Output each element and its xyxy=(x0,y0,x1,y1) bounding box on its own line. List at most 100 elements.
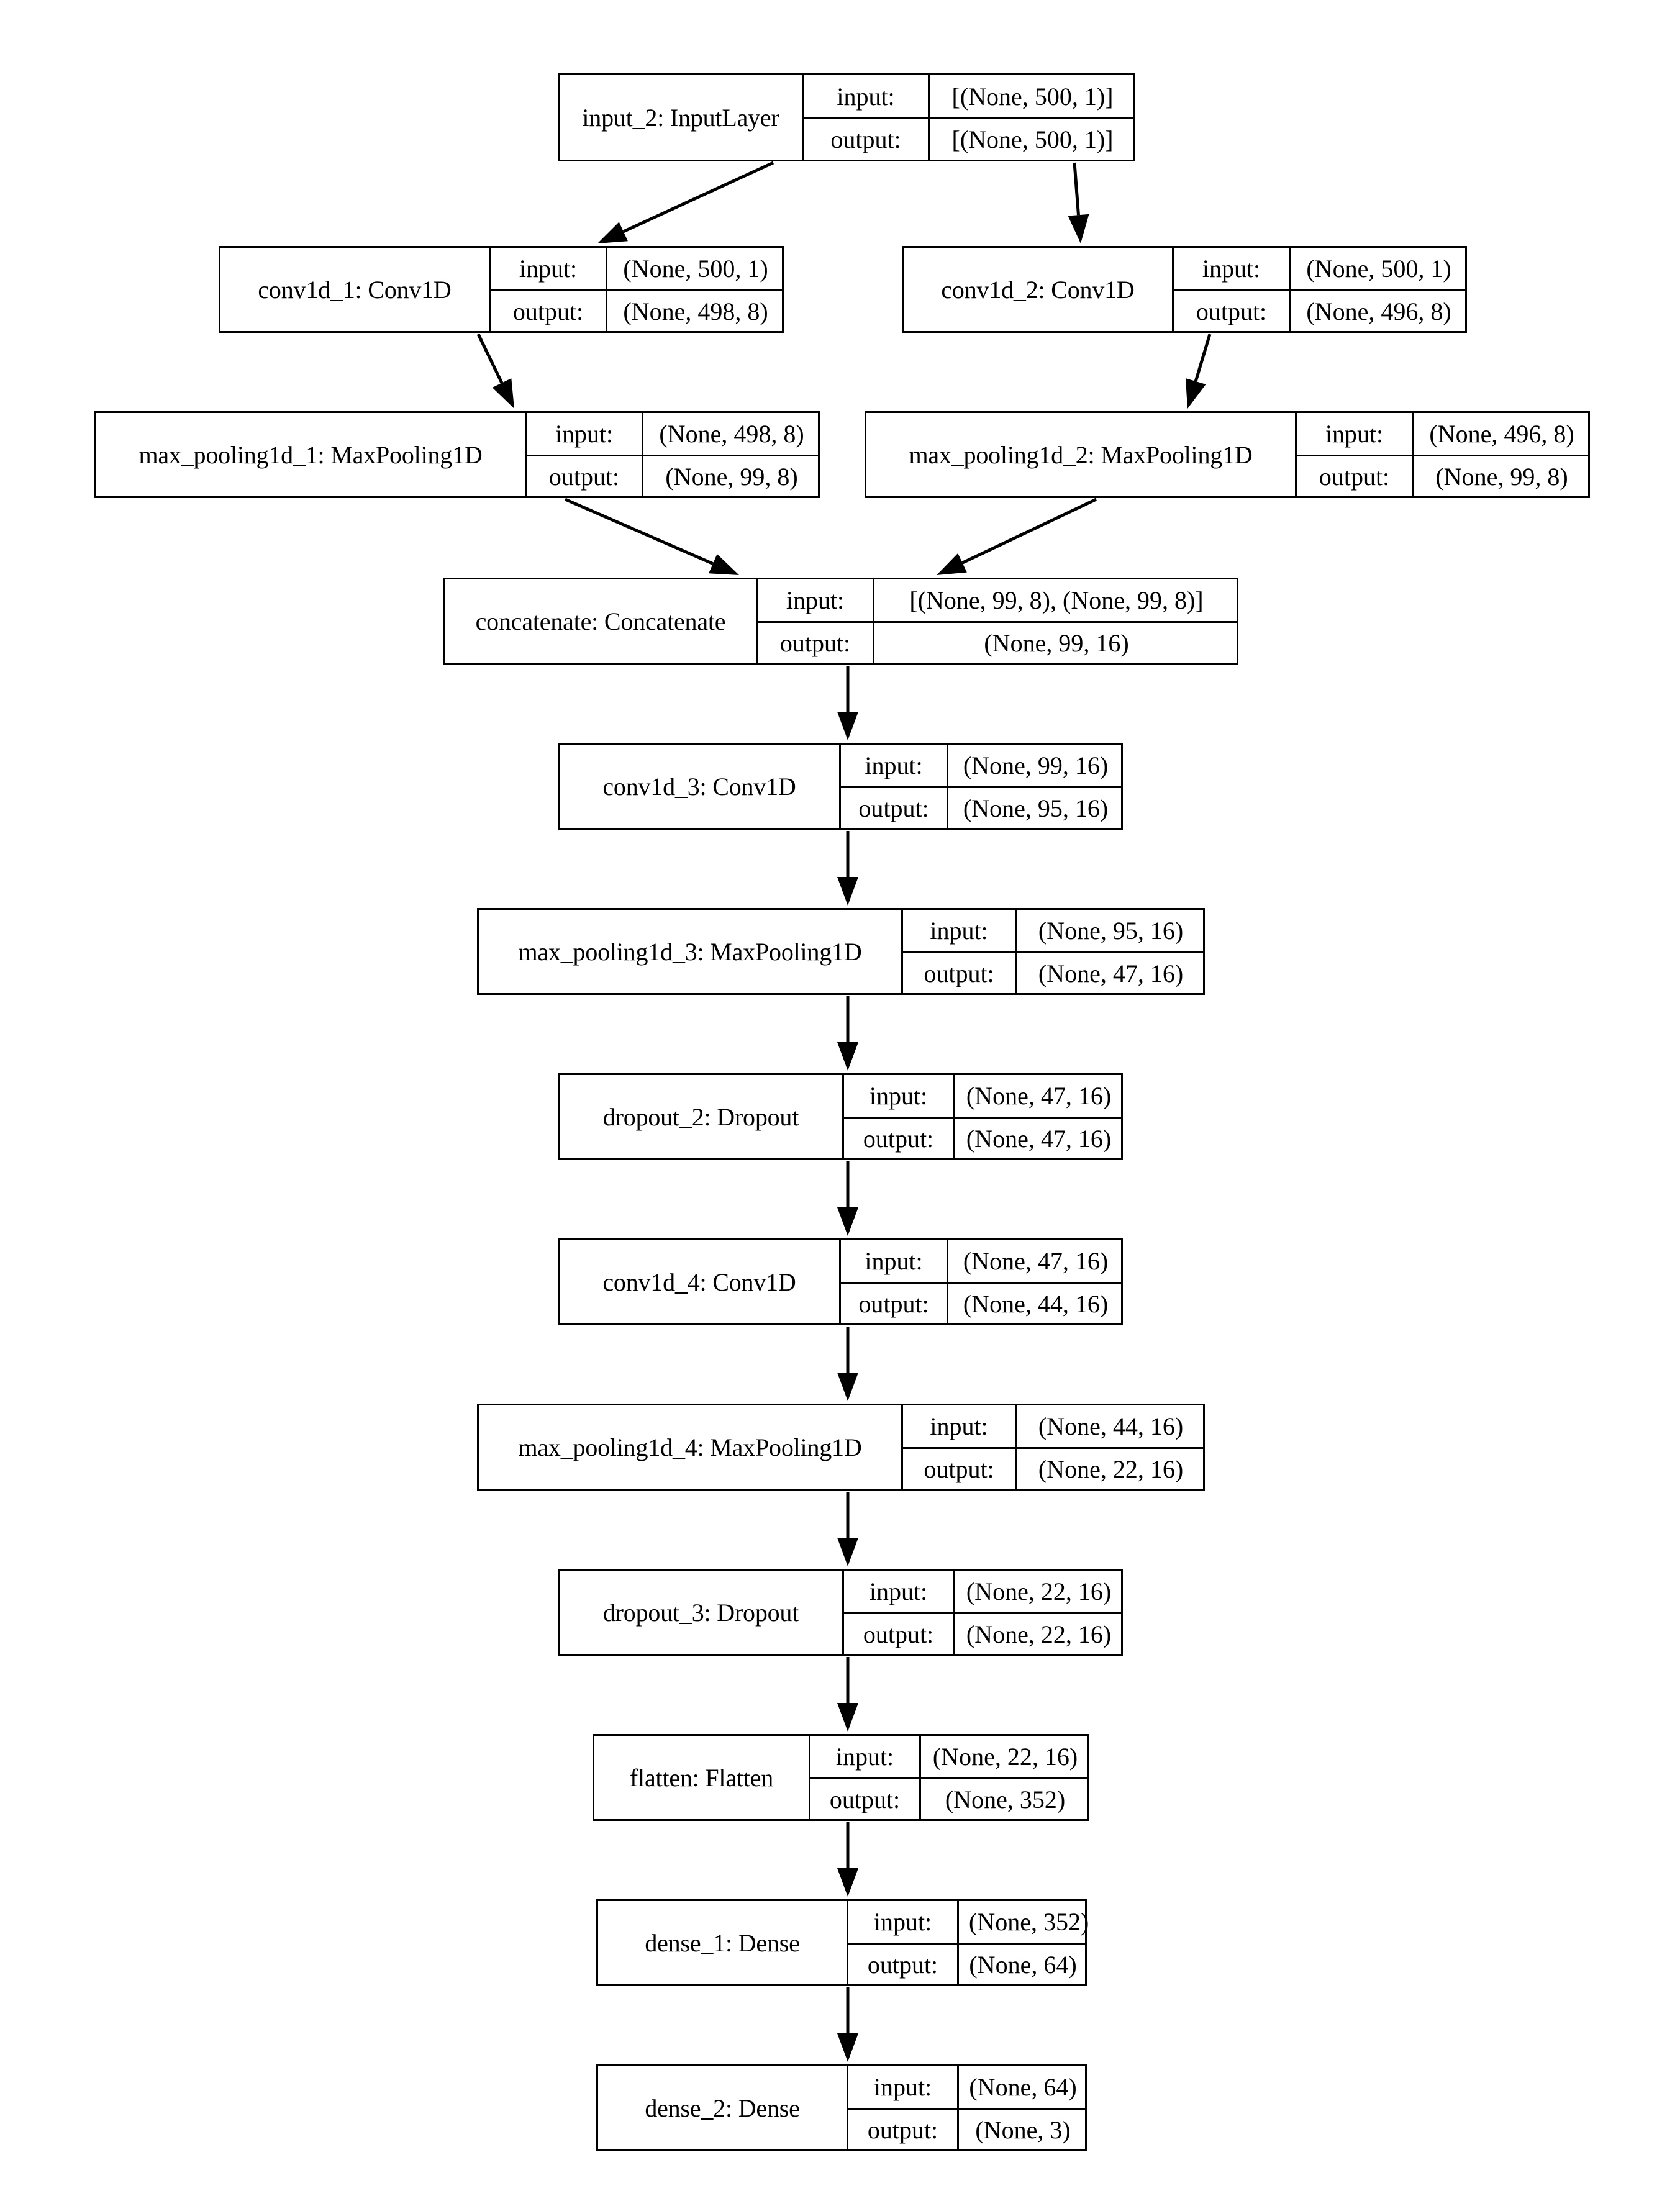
node-max_pooling1d_3[interactable]: max_pooling1d_3: MaxPooling1D input:(None… xyxy=(477,908,1205,995)
node-label-dropout_2: dropout_2: Dropout xyxy=(602,1102,799,1131)
edge-line xyxy=(1073,162,1080,216)
node-label-max_pooling1d_1: max_pooling1d_1: MaxPooling1D xyxy=(138,440,483,469)
node-input-key-conv1d_2: input: xyxy=(1202,255,1261,283)
node-label-conv1d_2: conv1d_2: Conv1D xyxy=(941,275,1135,304)
node-shape-table-flatten: input: (None, 22, 16)output:(None, 352) xyxy=(809,1736,1089,1819)
edge-max_pooling1d_2-to-concatenate xyxy=(937,497,1097,575)
node-input-row-flatten: input: (None, 22, 16) xyxy=(810,1736,1089,1777)
node-output-row-conv1d_3: output:(None, 95, 16) xyxy=(841,786,1123,828)
node-input-key-conv1d_1: input: xyxy=(519,255,578,283)
edge-arrowhead xyxy=(1068,214,1089,243)
node-conv1d_4[interactable]: conv1d_4: Conv1D input:(None, 47, 16)outp… xyxy=(558,1238,1123,1325)
node-output-row-dropout_3: output:(None, 22, 16) xyxy=(844,1612,1123,1654)
node-output-row-conv1d_2: output:(None, 496, 8) xyxy=(1174,289,1467,331)
node-output-key-max_pooling1d_4: output: xyxy=(924,1455,994,1483)
node-input-row-conv1d_1: input: (None, 500, 1) xyxy=(491,248,784,289)
node-label-input_2: input_2: InputLayer xyxy=(582,103,779,132)
node-output-row-flatten: output:(None, 352) xyxy=(810,1777,1089,1819)
node-output-shape-conv1d_1: (None, 498, 8) xyxy=(606,291,784,331)
node-shape-table-dense_2: input:(None, 64) output: (None, 3) xyxy=(847,2066,1087,2149)
edge-conv1d_4-to-max_pooling1d_4 xyxy=(837,1327,858,1401)
edge-conv1d_3-to-max_pooling1d_3 xyxy=(837,831,858,906)
node-input-row-input_2: input:[(None, 500, 1)] xyxy=(804,75,1135,117)
node-output-key-dense_2: output: xyxy=(867,2115,938,2144)
node-input-shape-flatten: (None, 22, 16) xyxy=(919,1736,1089,1777)
node-input-shape-conv1d_1: (None, 500, 1) xyxy=(606,248,784,289)
node-input-shape-dropout_2: (None, 47, 16) xyxy=(953,1075,1123,1117)
edge-arrowhead xyxy=(837,1373,858,1401)
node-input-row-conv1d_4: input:(None, 47, 16) xyxy=(841,1240,1123,1282)
node-output-row-max_pooling1d_1: output:(None, 99, 8) xyxy=(527,455,820,496)
node-label-dense_1: dense_1: Dense xyxy=(645,1928,800,1957)
node-input_2[interactable]: input_2: InputLayer input:[(None, 500, 1)… xyxy=(558,73,1135,161)
node-input-key-flatten: input: xyxy=(835,1743,894,1771)
node-input-shape-conv1d_2: (None, 500, 1) xyxy=(1289,248,1467,289)
edge-conv1d_1-to-max_pooling1d_1 xyxy=(476,333,514,409)
node-input-row-dense_2: input:(None, 64) xyxy=(848,2066,1087,2108)
node-input-key-conv1d_3: input: xyxy=(865,751,923,779)
edge-arrowhead xyxy=(1185,378,1206,409)
node-output-key-dropout_3: output: xyxy=(863,1620,934,1648)
node-shape-table-conv1d_3: input:(None, 99, 16)output:(None, 95, 16… xyxy=(839,745,1123,828)
node-conv1d_1[interactable]: conv1d_1: Conv1D input: (None, 500, 1)outp… xyxy=(219,246,784,333)
node-concatenate[interactable]: concatenate: Concatenate input: [(None, 99… xyxy=(443,578,1238,665)
node-label-dense_2: dense_2: Dense xyxy=(645,2094,800,2122)
node-input-row-concatenate: input: [(None, 99, 8), (None, 99, 8)] xyxy=(758,579,1238,621)
node-input-shape-dropout_3: (None, 22, 16) xyxy=(953,1571,1123,1612)
edge-arrowhead xyxy=(837,877,858,906)
node-input-shape-dense_2: (None, 64) xyxy=(957,2066,1087,2108)
node-input-shape-max_pooling1d_3: (None, 95, 16) xyxy=(1015,910,1205,951)
node-input-row-max_pooling1d_1: input:(None, 498, 8) xyxy=(527,413,820,455)
edge-arrowhead xyxy=(709,554,739,575)
node-shape-table-max_pooling1d_3: input:(None, 95, 16)output:(None, 47, 16… xyxy=(901,910,1205,993)
node-input-key-dropout_2: input: xyxy=(869,1082,928,1110)
node-dense_2[interactable]: dense_2: Dense input:(None, 64) output: (No… xyxy=(596,2064,1087,2151)
node-dense_1[interactable]: dense_1: Dense input:(None, 352)output:(N… xyxy=(596,1899,1089,1986)
node-label-conv1d_1: conv1d_1: Conv1D xyxy=(258,275,452,304)
edge-arrowhead xyxy=(837,2033,858,2062)
node-conv1d_2[interactable]: conv1d_2: Conv1D input: (None, 500, 1)outp… xyxy=(902,246,1467,333)
node-label-conv1d_4: conv1d_4: Conv1D xyxy=(602,1268,796,1296)
node-label-max_pooling1d_4: max_pooling1d_4: MaxPooling1D xyxy=(518,1433,862,1461)
edge-line xyxy=(961,497,1097,565)
node-label-concatenate: concatenate: Concatenate xyxy=(475,607,726,635)
node-output-shape-conv1d_4: (None, 44, 16) xyxy=(947,1284,1123,1323)
edge-dense_1-to-dense_2 xyxy=(837,1987,858,2062)
node-input-shape-max_pooling1d_4: (None, 44, 16) xyxy=(1015,1405,1205,1447)
node-input-key-max_pooling1d_1: input: xyxy=(555,420,614,448)
edge-arrowhead xyxy=(837,1207,858,1236)
node-input-shape-dense_1: (None, 352) xyxy=(957,1901,1099,1943)
node-output-row-dense_1: output:(None, 64) xyxy=(848,1943,1087,1984)
node-output-shape-dense_2: (None, 3) xyxy=(957,2110,1087,2149)
node-output-row-max_pooling1d_2: output:(None, 99, 8) xyxy=(1297,455,1590,496)
node-shape-table-dropout_2: input:(None, 47, 16)output:(None, 47, 16… xyxy=(842,1075,1123,1158)
node-output-row-max_pooling1d_3: output:(None, 47, 16) xyxy=(903,951,1205,993)
edge-flatten-to-dense_1 xyxy=(837,1822,858,1897)
edge-line xyxy=(565,497,714,565)
node-shape-table-conv1d_4: input:(None, 47, 16)output:(None, 44, 16… xyxy=(839,1240,1123,1323)
node-output-key-conv1d_3: output: xyxy=(858,794,929,822)
node-input-shape-concatenate: [(None, 99, 8), (None, 99, 8)] xyxy=(873,579,1238,621)
edge-max_pooling1d_3-to-dropout_2 xyxy=(837,996,858,1071)
edge-dropout_2-to-conv1d_4 xyxy=(837,1161,858,1236)
node-max_pooling1d_1[interactable]: max_pooling1d_1: MaxPooling1D input:(None… xyxy=(94,411,820,498)
node-shape-table-max_pooling1d_4: input:(None, 44, 16)output:(None, 22, 16… xyxy=(901,1405,1205,1489)
node-input-row-conv1d_2: input: (None, 500, 1) xyxy=(1174,248,1467,289)
node-output-row-concatenate: output:(None, 99, 16) xyxy=(758,621,1238,663)
node-output-key-dense_1: output: xyxy=(867,1950,938,1979)
node-output-row-conv1d_1: output:(None, 498, 8) xyxy=(491,289,784,331)
node-label-max_pooling1d_3: max_pooling1d_3: MaxPooling1D xyxy=(518,937,862,966)
node-shape-table-dropout_3: input:(None, 22, 16)output:(None, 22, 16… xyxy=(842,1571,1123,1654)
node-input-row-dense_1: input:(None, 352) xyxy=(848,1901,1089,1943)
edge-arrowhead xyxy=(937,553,967,575)
node-input-row-dropout_3: input:(None, 22, 16) xyxy=(844,1571,1123,1612)
edge-dropout_3-to-flatten xyxy=(837,1657,858,1732)
node-input-key-concatenate: input: xyxy=(786,586,845,614)
